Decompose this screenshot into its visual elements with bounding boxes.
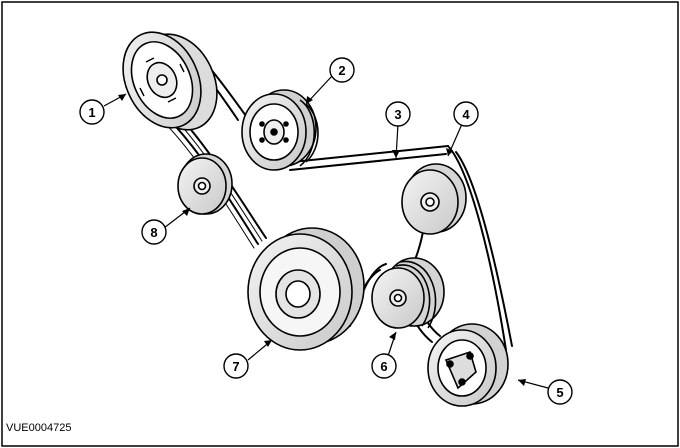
callout-7-label: 7 [232, 359, 239, 374]
callout-7: 7 [223, 353, 249, 379]
callout-4-label: 4 [462, 107, 470, 122]
callout-1: 1 [79, 99, 105, 125]
callout-6-label: 6 [380, 359, 387, 374]
pulley-5 [427, 323, 509, 407]
idler-pulley-8 [177, 153, 233, 215]
callout-4: 4 [453, 101, 479, 127]
crankshaft-pulley-7 [247, 227, 365, 351]
pulley-6 [371, 257, 445, 329]
callout-8-label: 8 [150, 225, 157, 240]
callout-5: 5 [547, 379, 573, 405]
callout-1-label: 1 [88, 105, 95, 120]
pulley-1 [122, 31, 218, 131]
callout-5-label: 5 [556, 385, 563, 400]
callout-2: 2 [329, 57, 355, 83]
idler-pulley-upper-right [401, 163, 467, 235]
pulley-2 [241, 89, 319, 171]
callout-3-label: 3 [394, 107, 401, 122]
reference-code: VUE0004725 [6, 422, 72, 434]
callout-6: 6 [371, 353, 397, 379]
callout-3: 3 [385, 101, 411, 127]
callout-8: 8 [141, 219, 167, 245]
leader-arrowheads [118, 94, 526, 386]
callout-2-label: 2 [338, 63, 345, 78]
